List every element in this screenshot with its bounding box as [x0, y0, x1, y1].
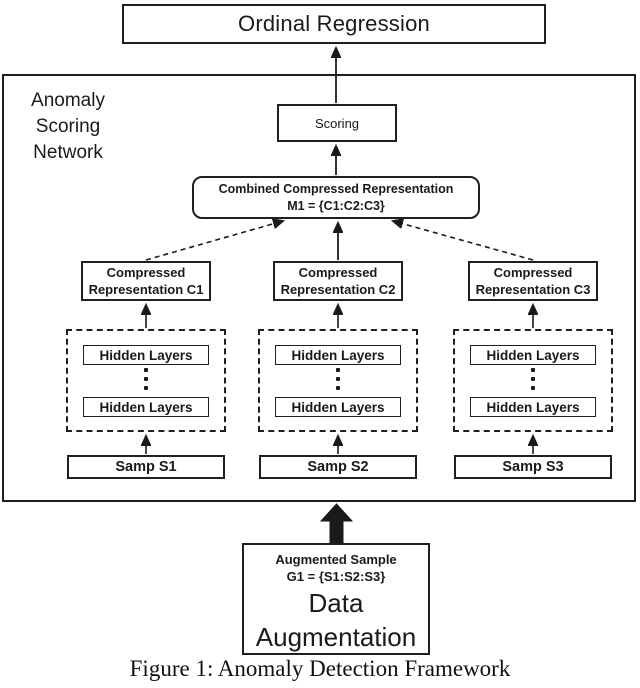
scoring-label: Scoring [314, 115, 360, 131]
vertical-ellipsis-1 [143, 368, 149, 395]
vertical-ellipsis-2 [335, 368, 341, 395]
compressed-representation-c3-box: Compressed Representation C3 [468, 261, 598, 301]
compressed-representation-c1-box: Compressed Representation C1 [81, 261, 211, 301]
combined-representation-line2: M1 = {C1:C2:C3} [287, 198, 385, 213]
ordinal-regression-box: Ordinal Regression [122, 4, 546, 44]
hidden-layers-3-top-label: Hidden Layers [486, 347, 580, 363]
data-augmentation-title-line2: Augmentation [255, 622, 417, 652]
hidden-layers-2-bottom: Hidden Layers [275, 397, 401, 417]
c2-line2: Representation C2 [280, 282, 396, 297]
hidden-layers-3-bottom-label: Hidden Layers [486, 399, 580, 415]
hidden-layers-2-bottom-label: Hidden Layers [291, 399, 385, 415]
hidden-layers-1-bottom-label: Hidden Layers [99, 399, 193, 415]
hidden-layers-1-bottom: Hidden Layers [83, 397, 209, 417]
figure-caption: Figure 1: Anomaly Detection Framework [129, 656, 511, 681]
vertical-ellipsis-3 [530, 368, 536, 395]
hidden-layers-1-top: Hidden Layers [83, 345, 209, 365]
hidden-stack-1-box [66, 329, 226, 432]
anomaly-scoring-network-box [2, 74, 636, 502]
scoring-box: Scoring [277, 104, 397, 142]
c2-line1: Compressed [298, 265, 378, 280]
combined-representation-line1: Combined Compressed Representation [218, 181, 454, 196]
compressed-representation-c2-box: Compressed Representation C2 [273, 261, 403, 301]
sample-s3-label: Samp S3 [502, 459, 564, 475]
augmented-sample-line2: G1 = {S1:S2:S3} [286, 569, 386, 584]
hidden-stack-3-box [453, 329, 613, 432]
big-arrow-augmentation-to-network [319, 503, 354, 544]
sample-s1-box: Samp S1 [67, 455, 225, 479]
c3-line2: Representation C3 [475, 282, 591, 297]
hidden-stack-2-box [258, 329, 418, 432]
c3-line1: Compressed [493, 265, 573, 280]
ordinal-regression-label: Ordinal Regression [238, 11, 430, 36]
network-label-line2: Scoring [35, 116, 101, 137]
hidden-layers-3-bottom: Hidden Layers [470, 397, 596, 417]
combined-representation-box: Combined Compressed Representation M1 = … [192, 176, 480, 219]
c1-line1: Compressed [106, 265, 186, 280]
sample-s1-label: Samp S1 [115, 459, 177, 475]
sample-s2-box: Samp S2 [259, 455, 417, 479]
augmented-sample-line1: Augmented Sample [275, 552, 397, 567]
anomaly-scoring-network-label: Anomaly Scoring Network [12, 88, 124, 166]
hidden-layers-2-top: Hidden Layers [275, 345, 401, 365]
data-augmentation-box: Augmented Sample G1 = {S1:S2:S3} Data Au… [242, 543, 430, 655]
hidden-layers-2-top-label: Hidden Layers [291, 347, 385, 363]
hidden-layers-1-top-label: Hidden Layers [99, 347, 193, 363]
network-label-line1: Anomaly [31, 90, 105, 111]
c1-line2: Representation C1 [88, 282, 204, 297]
sample-s2-label: Samp S2 [307, 459, 369, 475]
network-label-line3: Network [33, 142, 103, 163]
data-augmentation-title-line1: Data [308, 588, 364, 618]
sample-s3-box: Samp S3 [454, 455, 612, 479]
hidden-layers-3-top: Hidden Layers [470, 345, 596, 365]
